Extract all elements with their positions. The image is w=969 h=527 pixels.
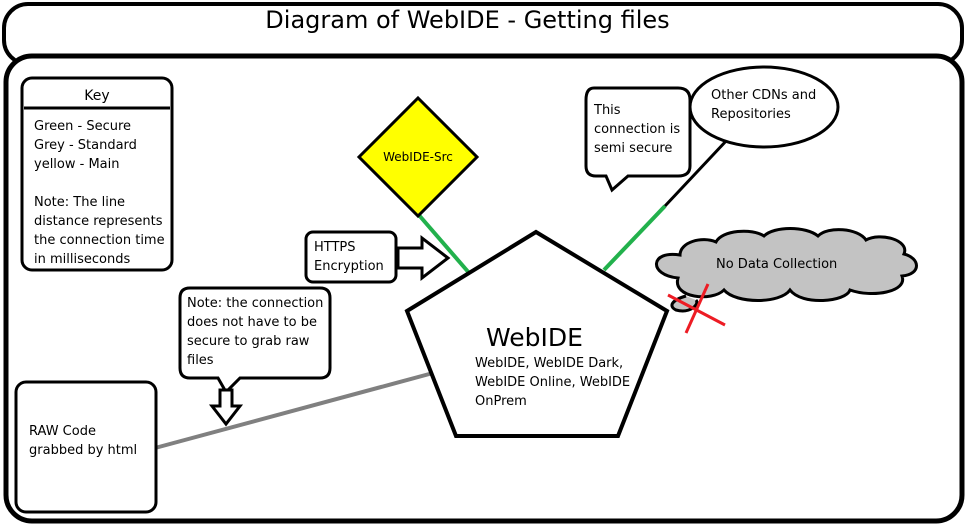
no-data-collection-cloud [655, 227, 918, 313]
webide-variant-line: OnPrem [475, 394, 527, 409]
down-arrow-icon [208, 388, 244, 427]
raw-note-callout [178, 286, 332, 395]
key-line: in milliseconds [34, 252, 131, 267]
key-line: Note: The line [34, 195, 126, 210]
https-box [304, 230, 398, 284]
raw-note-line: files [187, 353, 214, 368]
cdn-line: Repositories [711, 107, 791, 122]
raw-note-line: Note: the connection [187, 296, 324, 311]
raw-code-box [14, 380, 158, 514]
https-line: Encryption [314, 259, 384, 274]
key-line: Green - Secure [34, 119, 132, 134]
semi-secure-line: This [594, 103, 621, 118]
key-line: distance represents [34, 214, 163, 229]
secure-line-cdn [602, 204, 667, 272]
webide-src-label: WebIDE-Src [383, 150, 453, 164]
diagram-title: Diagram of WebIDE - Getting files [265, 6, 670, 34]
secure-line-src [416, 212, 472, 276]
semi-secure-line: connection is [594, 122, 681, 137]
webide-src-diamond [356, 95, 480, 219]
cdn-line: Other CDNs and [711, 88, 817, 103]
webide-variant-line: WebIDE, WebIDE Dark, [475, 356, 624, 371]
raw-code-line: grabbed by html [29, 443, 138, 458]
https-line: HTTPS [314, 240, 356, 255]
semi-secure-callout [584, 86, 692, 193]
cdn-bubble [688, 65, 840, 149]
line-cdn [663, 138, 729, 208]
webide-variant-line: WebIDE Online, WebIDE [475, 375, 631, 390]
standard-line-raw [154, 371, 434, 450]
key-heading: Key [84, 88, 110, 104]
cloud-label: No Data Collection [716, 257, 838, 272]
key-line: the connection time [34, 233, 165, 248]
webide-title: WebIDE [486, 323, 583, 352]
raw-code-line: RAW Code [29, 424, 96, 439]
raw-note-line: secure to grab raw [187, 334, 310, 349]
key-box [20, 76, 174, 272]
key-line: yellow - Main [34, 157, 120, 172]
semi-secure-line: semi secure [594, 141, 673, 156]
key-line: Grey - Standard [34, 138, 137, 153]
raw-note-line: does not have to be [187, 315, 317, 330]
https-arrow [396, 234, 451, 282]
webide-pentagon [404, 229, 670, 438]
